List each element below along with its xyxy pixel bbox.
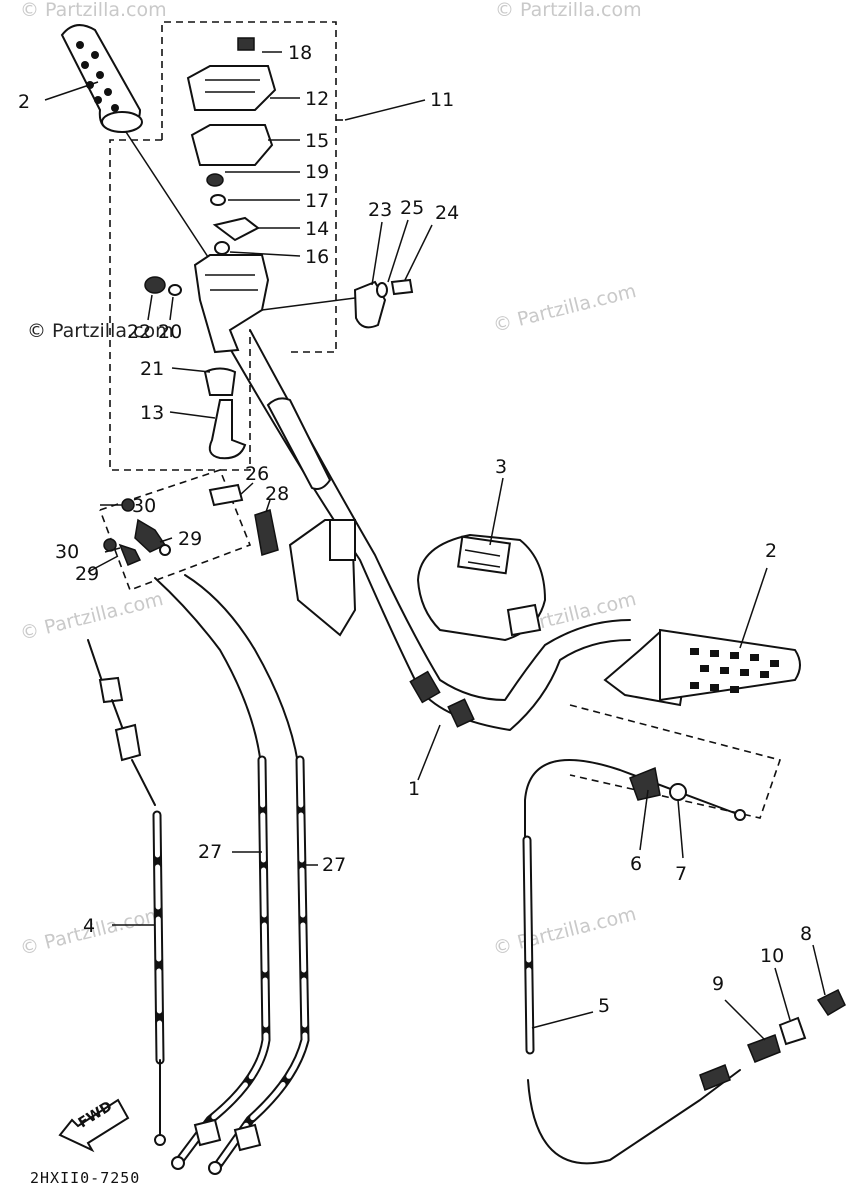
callout-26: 26 <box>245 463 269 485</box>
diagram-code: 2HXII0-7250 <box>30 1169 140 1187</box>
watermark: © Partzilla.com <box>491 903 639 960</box>
leader-lines <box>44 51 826 1041</box>
right-grip <box>603 628 801 707</box>
callout-1: 1 <box>408 778 420 800</box>
callout-25: 25 <box>400 197 424 219</box>
callout-30: 30 <box>55 541 79 563</box>
callout-3: 3 <box>495 456 507 478</box>
callout-14: 14 <box>305 218 329 240</box>
callout-16: 16 <box>305 246 329 268</box>
cable-4 <box>87 639 166 1146</box>
assembly-boundaries <box>99 21 782 819</box>
watermark: © Partzilla.com <box>491 280 639 337</box>
watermark: © Partzilla.com <box>18 588 166 645</box>
callout-18: 18 <box>288 42 312 64</box>
callouts: 2 18 12 11 15 19 17 14 16 23 25 24 22 20… <box>18 42 812 1017</box>
callout-23: 23 <box>368 199 392 221</box>
callout-8: 8 <box>800 923 812 945</box>
callout-2: 2 <box>18 91 30 113</box>
callout-28: 28 <box>265 483 289 505</box>
callout-2: 2 <box>765 540 777 562</box>
lever-bracket <box>103 483 357 637</box>
callout-11: 11 <box>430 89 454 111</box>
callout-5: 5 <box>598 995 610 1017</box>
callout-4: 4 <box>83 915 95 937</box>
callout-29: 29 <box>75 563 99 585</box>
switch-housing-assembly <box>144 37 414 460</box>
callout-30: 30 <box>132 495 156 517</box>
callout-13: 13 <box>140 402 164 424</box>
callout-6: 6 <box>630 853 642 875</box>
callout-27: 27 <box>322 854 346 876</box>
callout-29: 29 <box>178 528 202 550</box>
left-grip <box>60 24 211 261</box>
callout-21: 21 <box>140 358 164 380</box>
fwd-arrow: FWD <box>58 1098 130 1153</box>
watermark: © Partzilla.com <box>27 320 174 342</box>
callout-9: 9 <box>712 973 724 995</box>
right-switch-box <box>416 533 547 642</box>
callout-20: 20 <box>158 321 182 343</box>
callout-17: 17 <box>305 190 329 212</box>
callout-19: 19 <box>305 161 329 183</box>
handlebar <box>227 329 631 731</box>
callout-22: 22 <box>127 321 151 343</box>
cable-5 <box>522 759 846 1165</box>
cables-27 <box>154 574 310 1175</box>
watermark: © Partzilla.com <box>495 0 642 21</box>
callout-7: 7 <box>675 863 687 885</box>
callout-12: 12 <box>305 88 329 110</box>
callout-15: 15 <box>305 130 329 152</box>
watermark: © Partzilla.com <box>20 0 167 21</box>
callout-24: 24 <box>435 202 459 224</box>
callout-10: 10 <box>760 945 784 967</box>
callout-27: 27 <box>198 841 222 863</box>
